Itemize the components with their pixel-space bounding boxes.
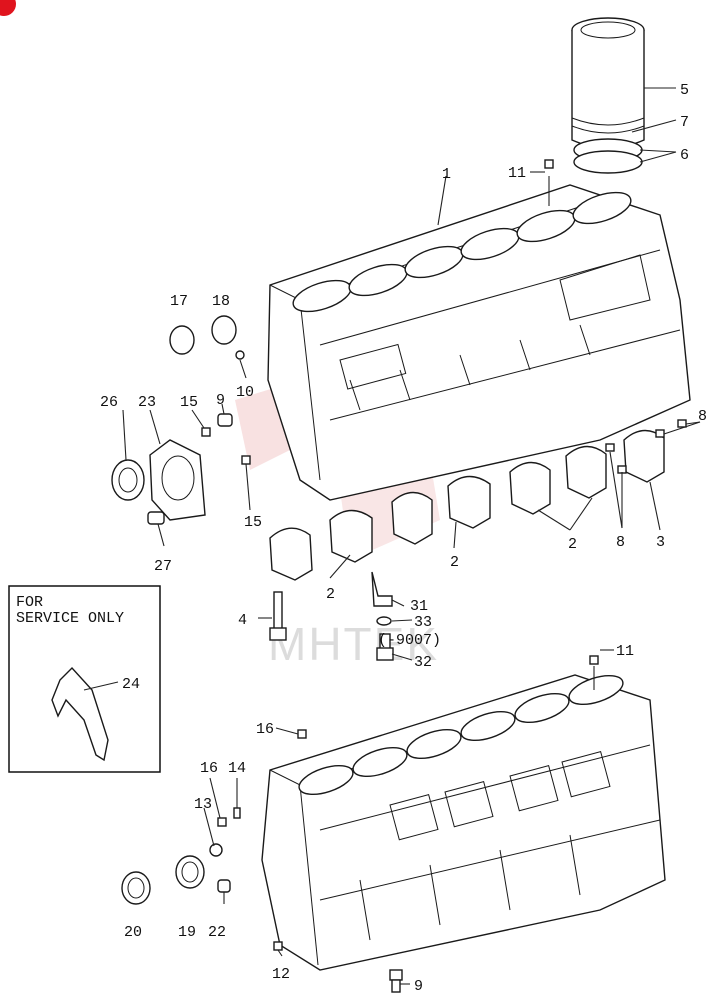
cylinder-bores-lower	[298, 674, 624, 796]
callout-24: 24	[122, 676, 140, 693]
callout-13: 13	[194, 796, 212, 813]
callout-7: 7	[680, 114, 689, 131]
callout-26: 26	[100, 394, 118, 411]
callout-19: 19	[178, 924, 196, 941]
bearing-caps	[269, 429, 665, 581]
callout-15-upper: 15	[180, 394, 198, 411]
lower-cylinder-block	[261, 674, 666, 971]
front-housing	[149, 439, 206, 521]
callout-2-right: 2	[568, 536, 577, 553]
plug-12	[273, 941, 283, 951]
callout-12: 12	[272, 966, 290, 983]
plug-9b	[389, 969, 403, 993]
pin-14	[233, 807, 241, 819]
pin-15b	[241, 455, 251, 465]
dowel-8a	[655, 429, 665, 438]
callout-11-lower: 11	[616, 643, 634, 660]
callout-23: 23	[138, 394, 156, 411]
callout-14: 14	[228, 760, 246, 777]
callout-8-right: 8	[698, 408, 707, 425]
callout-8-lower: 8	[616, 534, 625, 551]
callout-33: 33	[414, 614, 432, 631]
callout-20: 20	[124, 924, 142, 941]
callout-31: 31	[410, 598, 428, 615]
drain-plug	[147, 511, 165, 525]
bushing-20	[121, 871, 151, 905]
dowel-8c	[605, 443, 615, 452]
plug-11b	[589, 655, 599, 665]
plug-16b	[217, 817, 227, 827]
service-box-line2: SERVICE ONLY	[16, 610, 124, 627]
callout-minus-9007: (-9007)	[378, 632, 441, 649]
cylinder-liner	[571, 17, 645, 174]
gasket-24	[51, 666, 109, 762]
cylinder-bores-upper	[292, 191, 632, 313]
callout-labels: 5 7 6 11 1 17 18 10 26 23 15 9 8 15 27 2…	[100, 82, 707, 995]
plug-13	[209, 843, 223, 857]
callout-2-left: 2	[326, 586, 335, 603]
plug-16a	[297, 729, 307, 739]
plug-22	[217, 879, 231, 893]
callout-5: 5	[680, 82, 689, 99]
service-only-box: FOR SERVICE ONLY	[8, 585, 161, 773]
upper-cylinder-block	[267, 184, 691, 501]
callout-17: 17	[170, 293, 188, 310]
callout-18: 18	[212, 293, 230, 310]
watermark-text: MHTEK	[268, 618, 439, 670]
pin-15a	[201, 427, 211, 437]
small-plug-10	[235, 350, 245, 360]
washer	[376, 616, 392, 626]
service-box-line1: FOR	[16, 594, 43, 611]
camshaft-bushings	[169, 315, 237, 355]
callout-11-upper: 11	[508, 165, 526, 182]
bearing-bolt	[269, 591, 287, 641]
callout-27: 27	[154, 558, 172, 575]
callout-3: 3	[656, 534, 665, 551]
check-bolt	[376, 633, 394, 661]
callout-9-upper: 9	[216, 392, 225, 409]
callout-9-lower: 9	[414, 978, 423, 995]
callout-10: 10	[236, 384, 254, 401]
plug-11a	[544, 159, 554, 169]
callout-15-lower: 15	[244, 514, 262, 531]
callout-16-lower: 16	[200, 760, 218, 777]
oil-jet	[371, 571, 393, 607]
plug-9	[217, 413, 233, 427]
leader-lines	[83, 87, 701, 985]
corner-marker	[0, 0, 16, 16]
callout-32: 32	[414, 654, 432, 671]
callout-6: 6	[680, 147, 689, 164]
bushing-19	[175, 855, 205, 889]
callout-22: 22	[208, 924, 226, 941]
dowel-8b	[677, 419, 687, 428]
oil-seal	[111, 459, 145, 501]
callout-2-middle: 2	[450, 554, 459, 571]
callout-1: 1	[442, 166, 451, 183]
callout-4: 4	[238, 612, 247, 629]
callout-16-upper: 16	[256, 721, 274, 738]
dowel-8d	[617, 465, 627, 474]
